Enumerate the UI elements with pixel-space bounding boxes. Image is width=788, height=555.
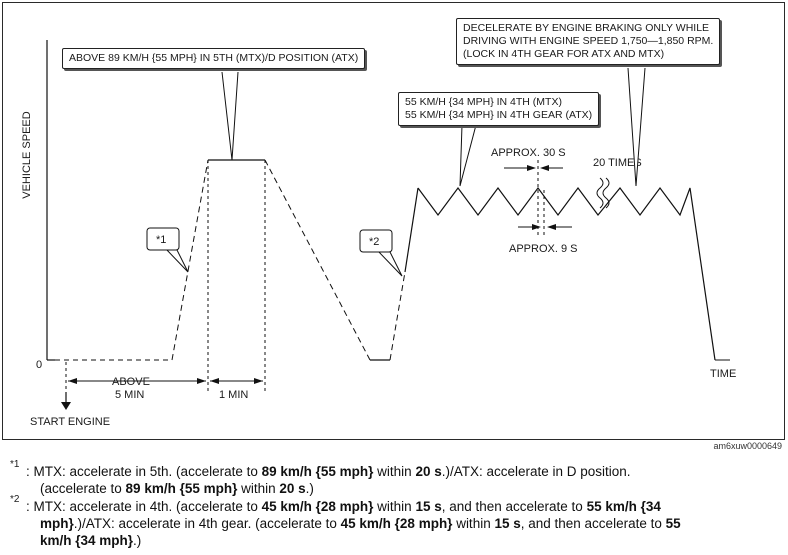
- callout-engine-braking: DECELERATE BY ENGINE BRAKING ONLY WHILE …: [456, 18, 721, 65]
- profile-2-accel-dashed: [389, 271, 406, 361]
- note-run: 15 s: [415, 499, 442, 514]
- approx-30s-head-right: [540, 165, 549, 171]
- callout-engine-braking-line-1: DECELERATE BY ENGINE BRAKING ONLY WHILE: [463, 22, 710, 34]
- note-run: 15 s: [494, 516, 521, 531]
- note-run: mph}: [40, 516, 74, 531]
- callout-1-pointer: [221, 71, 239, 161]
- ref2-label: *2: [369, 236, 379, 248]
- note-run: , and then accelerate to: [441, 499, 587, 514]
- arrowhead-right-2: [254, 378, 263, 384]
- note-run: , and then accelerate to: [520, 516, 666, 531]
- note-1-line-1: : MTX: accelerate in 5th. (accelerate to…: [26, 463, 631, 480]
- arrowhead-left-2: [210, 378, 219, 384]
- note-run: : MTX: accelerate in 4th. (accelerate to: [26, 499, 262, 514]
- note-run: : MTX: accelerate in 5th. (accelerate to: [26, 464, 262, 479]
- note-run: within: [373, 464, 416, 479]
- callout-55kmh-line-1: 55 KM/H {34 MPH} IN 4TH (MTX): [405, 96, 562, 108]
- callout-55kmh-line-2: 55 KM/H {34 MPH} IN 4TH GEAR (ATX): [405, 109, 593, 121]
- note-run: .)/ATX: accelerate in 4th gear. (acceler…: [73, 516, 341, 531]
- twenty-times-label: 20 TIMES: [593, 157, 642, 169]
- note-2-line-3: km/h {34 mph}.): [40, 532, 141, 549]
- note-run: 55 km/h {34: [586, 499, 661, 514]
- approx-30s-head-left: [527, 165, 536, 171]
- ref2-box: [359, 229, 393, 253]
- above-5min-label-2: 5 MIN: [115, 389, 144, 401]
- note-1-marker: *1: [10, 459, 20, 470]
- note-run: .): [305, 481, 314, 496]
- ref1-label: *1: [156, 234, 166, 246]
- note-run: within: [237, 481, 280, 496]
- note-2-line-2: mph}.)/ATX: accelerate in 4th gear. (acc…: [40, 515, 681, 532]
- ref2-pointer: [376, 249, 403, 277]
- note-run: 89 km/h {55 mph}: [261, 464, 374, 479]
- approx-30s-label: APPROX. 30 S: [491, 147, 566, 159]
- note-run: 45 km/h {28 mph}: [340, 516, 453, 531]
- note-run: 89 km/h {55 mph}: [125, 481, 238, 496]
- zero-label: 0: [36, 359, 42, 371]
- profile-1-decel: [264, 159, 371, 361]
- note-2-line-1: : MTX: accelerate in 4th. (accelerate to…: [26, 498, 661, 515]
- note-run: within: [373, 499, 416, 514]
- y-axis-label: VEHICLE SPEED: [21, 111, 33, 198]
- note-run: 20 s: [279, 481, 306, 496]
- note-run: 55: [665, 516, 681, 531]
- approx-9s-label: APPROX. 9 S: [509, 243, 577, 255]
- note-run: 20 s: [415, 464, 442, 479]
- note-run: .)/ATX: accelerate in D position.: [441, 464, 631, 479]
- note-run: 45 km/h {28 mph}: [261, 499, 374, 514]
- callout-55kmh: 55 KM/H {34 MPH} IN 4TH (MTX) 55 KM/H {3…: [398, 92, 600, 126]
- note-run: .): [133, 533, 142, 548]
- note-run: km/h {34 mph}: [40, 533, 134, 548]
- above-5min-label-1: ABOVE: [112, 376, 150, 388]
- drive-cycle-diagram: VEHICLE SPEED 0 TIME ABOVE 5 MIN 1 MIN S…: [21, 40, 736, 428]
- start-engine-label: START ENGINE: [30, 416, 110, 428]
- ref1-box: [146, 227, 180, 251]
- profile-2-accel: [404, 187, 419, 273]
- callout-above-89-text: ABOVE 89 KM/H {55 MPH} IN 5TH (MTX)/D PO…: [69, 52, 359, 64]
- profile-1-accel: [171, 159, 209, 361]
- diagram-frame: [2, 2, 785, 440]
- arrowhead-left-1: [68, 378, 77, 384]
- x-axis-label: TIME: [710, 368, 736, 380]
- start-engine-arrowhead: [61, 402, 71, 410]
- callout-3-pointer: [627, 67, 646, 187]
- break-symbol: [596, 177, 610, 209]
- ref1-pointer: [164, 247, 189, 273]
- approx-9s-head-right: [547, 224, 556, 230]
- note-2-marker: *2: [10, 494, 20, 505]
- callout-2-pointer: [459, 124, 477, 187]
- note-1-line-2: (accelerate to 89 km/h {55 mph} within 2…: [40, 480, 314, 497]
- profile-2-sawtooth: [417, 186, 716, 361]
- callout-above-89: ABOVE 89 KM/H {55 MPH} IN 5TH (MTX)/D PO…: [62, 48, 366, 69]
- one-min-label: 1 MIN: [219, 389, 248, 401]
- arrowhead-right-1: [197, 378, 206, 384]
- callout-engine-braking-line-2: DRIVING WITH ENGINE SPEED 1,750—1,850 RP…: [463, 35, 714, 47]
- callout-engine-braking-line-3: (LOCK IN 4TH GEAR FOR ATX AND MTX): [463, 48, 665, 60]
- note-run: within: [452, 516, 495, 531]
- image-id: am6xuw0000649: [713, 441, 782, 451]
- approx-9s-head-left: [532, 224, 541, 230]
- note-run: (accelerate to: [40, 481, 126, 496]
